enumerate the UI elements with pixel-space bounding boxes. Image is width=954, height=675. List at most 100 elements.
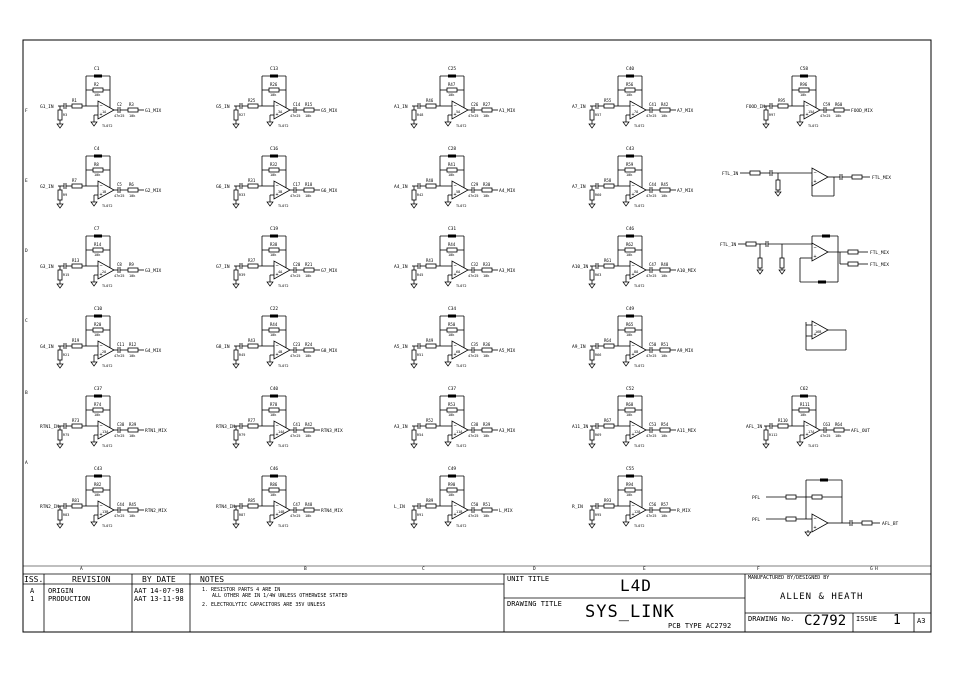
resistor bbox=[851, 174, 863, 180]
amplifier-stage: C46R8610kRTN4_INR85R87−+14BTL072C4747n25… bbox=[216, 466, 343, 529]
capacitor bbox=[769, 170, 773, 176]
output-resistor bbox=[481, 187, 493, 193]
input-resistor bbox=[777, 103, 789, 109]
feedback-cap-ref: C55 bbox=[626, 466, 634, 472]
feedback-resistor bbox=[268, 87, 280, 93]
ground-triangle bbox=[266, 361, 274, 367]
shunt-resistor bbox=[57, 509, 63, 521]
amplifier-stage: C40R5610kA7_INR55R57−+7ATL072C4147n25R42… bbox=[572, 66, 694, 129]
ground-triangle bbox=[588, 283, 596, 289]
ground-triangle bbox=[588, 203, 596, 209]
sheet-border bbox=[22, 39, 932, 633]
opamp-part: TL072 bbox=[278, 524, 289, 528]
output-cap-value: 47n25 bbox=[646, 114, 657, 118]
input-capacitor bbox=[769, 423, 773, 429]
issue-row-1-date: 14-07-98 bbox=[150, 587, 184, 595]
ground-symbol bbox=[622, 360, 630, 367]
feedback-cap-ref: C40 bbox=[626, 66, 634, 72]
opamp-ref: 14B bbox=[278, 510, 284, 514]
opamp-plus: + bbox=[454, 112, 457, 118]
opamp bbox=[811, 167, 829, 187]
ground-symbol bbox=[588, 202, 596, 209]
output-res-ref: R42 bbox=[305, 422, 313, 427]
sheet-size: A3 bbox=[917, 617, 926, 625]
grid-row-label: D bbox=[25, 248, 28, 254]
shunt-resistor bbox=[57, 109, 63, 121]
resistor bbox=[847, 249, 859, 255]
opamp-ref: 17A bbox=[808, 430, 815, 434]
ground-symbol bbox=[588, 522, 596, 529]
feedback-cap-ref: C49 bbox=[448, 466, 456, 472]
ground-triangle bbox=[796, 441, 804, 447]
feedback-cap-ref: C4 bbox=[94, 146, 100, 152]
feedback-res-value: 10k bbox=[448, 93, 455, 97]
ftl-buffer: FTL_IN−+FTL_MIX bbox=[722, 167, 891, 197]
cap-plate-filled bbox=[448, 74, 456, 78]
input-net-label: A7_IN bbox=[572, 184, 586, 190]
feedback-capacitor bbox=[800, 74, 808, 78]
opamp-part: TL072 bbox=[456, 524, 467, 528]
opamp-minus: − bbox=[100, 343, 103, 349]
by-date-header: BY DATE bbox=[142, 575, 176, 584]
feedback-res-ref: R44 bbox=[448, 242, 456, 247]
grid-col-label: B bbox=[304, 566, 307, 572]
shunt-res-ref: R33 bbox=[239, 193, 245, 197]
feedback-capacitor bbox=[94, 394, 102, 398]
input-resistor bbox=[247, 343, 259, 349]
output-res-value: 10k bbox=[129, 274, 136, 278]
output-resistor bbox=[127, 347, 139, 353]
ground-triangle bbox=[232, 203, 240, 209]
feedback-resistor bbox=[624, 167, 636, 173]
issue-row-1-by: AAT bbox=[134, 587, 147, 595]
feedback-cap-ref: C49 bbox=[626, 306, 634, 312]
input-resistor bbox=[71, 103, 83, 109]
cap-plate-filled bbox=[448, 474, 456, 478]
resistor bbox=[779, 257, 785, 269]
opamp-plus: + bbox=[454, 512, 457, 518]
auxiliary-circuits: FTL_IN−+FTL_MIXFTL_IN−+FTL_MIXFTL_MIX−+1… bbox=[720, 167, 899, 537]
opamp bbox=[451, 500, 469, 520]
cap-plate-filled bbox=[800, 74, 808, 78]
input-res-ref: R64 bbox=[604, 338, 612, 343]
ground-symbol bbox=[588, 362, 596, 369]
input-resistor bbox=[71, 183, 83, 189]
cap-plate-filled bbox=[448, 394, 456, 398]
output-net-label: A1_MIX bbox=[499, 108, 516, 114]
output-net-label: G5_MIX bbox=[321, 108, 338, 114]
output-cap-value: 47n25 bbox=[114, 434, 125, 438]
feedback-res-ref: R56 bbox=[626, 82, 634, 87]
input-capacitor bbox=[595, 423, 599, 429]
opamp bbox=[273, 100, 291, 120]
opamp-ref: 1B bbox=[102, 190, 106, 194]
feedback-res-ref: R38 bbox=[270, 242, 278, 247]
unit-title: L4D bbox=[620, 576, 652, 595]
input-net-label: G7_IN bbox=[216, 264, 230, 270]
ground-triangle bbox=[588, 523, 596, 529]
ftl-input-label: FTL_IN bbox=[722, 171, 739, 177]
opamp-minus: − bbox=[814, 170, 817, 176]
output-capacitor bbox=[471, 267, 475, 273]
output-res-value: 10k bbox=[305, 434, 312, 438]
feedback-res-value: 10k bbox=[448, 173, 455, 177]
input-resistor bbox=[425, 503, 437, 509]
feedback-res-value: 10k bbox=[626, 173, 633, 177]
feedback-res-ref: R50 bbox=[448, 322, 456, 327]
opamp-minus: − bbox=[454, 103, 457, 109]
ground-symbol bbox=[90, 520, 98, 527]
feedback-capacitor bbox=[626, 314, 634, 318]
output-res-ref: R39 bbox=[129, 422, 137, 427]
output-res-value: 10k bbox=[129, 514, 136, 518]
input-capacitor bbox=[595, 183, 599, 189]
opamp-minus: − bbox=[806, 423, 809, 429]
output-cap-value: 47n25 bbox=[114, 354, 125, 358]
shunt-res-ref: R75 bbox=[63, 433, 69, 437]
input-capacitor bbox=[63, 263, 67, 269]
output-capacitor bbox=[293, 267, 297, 273]
ground-triangle bbox=[266, 521, 274, 527]
input-capacitor bbox=[239, 423, 243, 429]
input-net-label: A11_IN bbox=[572, 424, 589, 430]
drawing-no-label: DRAWING No. bbox=[748, 615, 795, 623]
opamp bbox=[97, 100, 115, 120]
ground-triangle bbox=[56, 203, 64, 209]
